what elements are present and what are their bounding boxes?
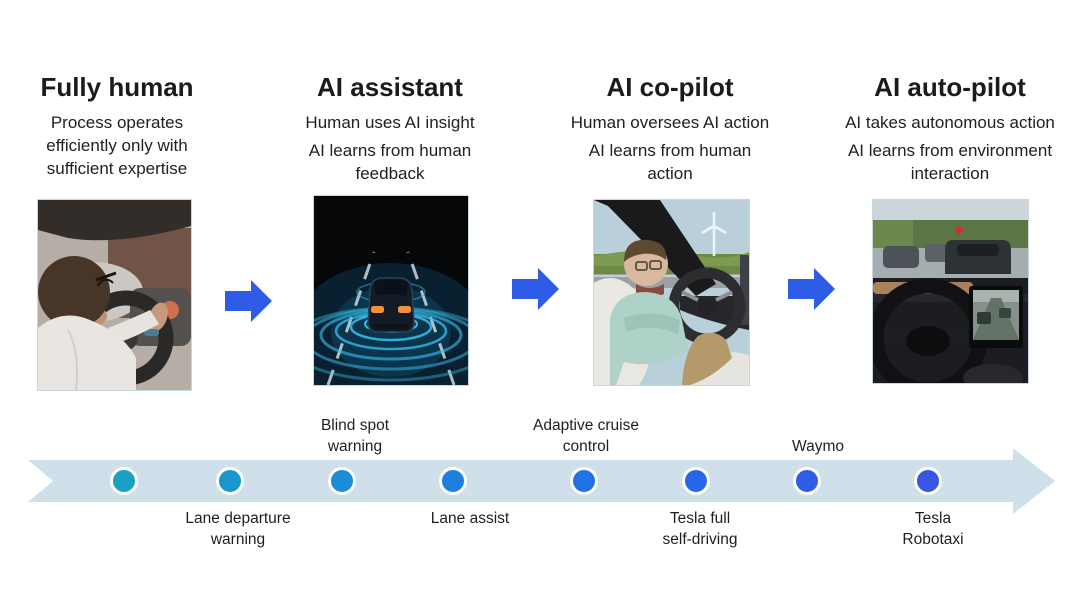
milestone-dot-0 xyxy=(110,467,138,495)
radar-sensing-car-illustration xyxy=(314,196,468,385)
stage-description: AI learns from human feedback xyxy=(308,141,472,183)
stage-title: AI co-pilot xyxy=(606,72,734,102)
flow-arrow-2 xyxy=(512,268,559,310)
stage-ai-assistant: AI assistant Human uses AI insight AI le… xyxy=(278,72,502,386)
stage-title: AI assistant xyxy=(317,72,463,102)
stage-description: AI learns from human action xyxy=(588,141,752,183)
stage-description: Human oversees AI action xyxy=(570,113,770,132)
milestone-dot-4 xyxy=(570,467,598,495)
milestone-label-4: Adaptive cruise control xyxy=(533,417,639,455)
milestone-label-2: Blind spot warning xyxy=(320,417,390,455)
milestone-dot-7 xyxy=(914,467,942,495)
milestone-dot-1 xyxy=(216,467,244,495)
autonomous-dashboard-photo xyxy=(872,199,1029,384)
stage-fully-human: Fully human Process operates efficiently… xyxy=(17,72,217,391)
milestone-dot-6 xyxy=(793,467,821,495)
milestone-dot-2 xyxy=(328,467,356,495)
flow-arrow-3 xyxy=(788,268,835,310)
milestone-label-5: Tesla full self-driving xyxy=(662,510,738,548)
stage-title: Fully human xyxy=(40,72,194,102)
stage-description: Process operates efficiently only with s… xyxy=(46,113,188,178)
stage-description: AI learns from environment interaction xyxy=(847,141,1053,183)
stage-ai-auto-pilot: AI auto-pilot AI takes autonomous action… xyxy=(830,72,1070,384)
driver-in-traffic-photo xyxy=(37,199,192,391)
milestone-label-6: Waymo xyxy=(792,437,844,455)
stage-title: AI auto-pilot xyxy=(874,72,1026,102)
milestone-label-3: Lane assist xyxy=(430,510,510,527)
autonomous-dashboard-illustration xyxy=(873,200,1028,383)
milestone-label-7: Tesla Robotaxi xyxy=(902,510,964,548)
milestone-dot-3 xyxy=(439,467,467,495)
stage-description: AI takes autonomous action xyxy=(845,113,1055,132)
milestone-dot-5 xyxy=(682,467,710,495)
milestone-label-1: Lane departure warning xyxy=(185,510,291,548)
stage-ai-co-pilot: AI co-pilot Human oversees AI action AI … xyxy=(555,72,785,386)
timeline: Lane departure warning Blind spot warning… xyxy=(0,405,1088,560)
radar-sensing-car-photo xyxy=(313,195,469,386)
hands-free-driver-photo xyxy=(593,199,750,386)
hands-free-driver-illustration xyxy=(594,200,749,385)
flow-arrow-1 xyxy=(225,280,272,322)
timeline-arrow-band xyxy=(28,448,1055,514)
stage-description: Human uses AI insight xyxy=(305,113,475,132)
driver-in-traffic-illustration xyxy=(38,200,191,390)
